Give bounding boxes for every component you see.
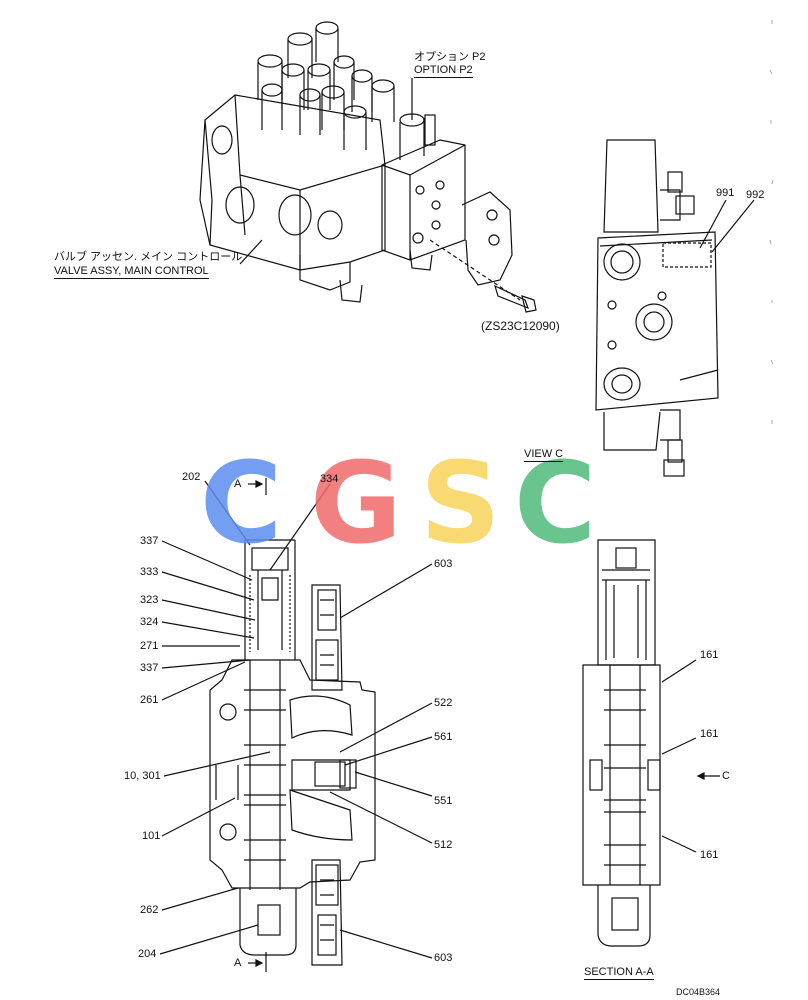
watermark-letter-g: G: [310, 439, 402, 569]
bolt-code-label: (ZS23C12090): [481, 319, 560, 333]
view-c-arrow-label: C: [722, 770, 730, 782]
view-c-drawing: [595, 20, 774, 477]
section-aa-title: SECTION A-A: [584, 966, 654, 980]
part-label-10-301: 10, 301: [124, 770, 161, 782]
section-aa-label-161-bottom: 161: [700, 849, 719, 861]
watermark-letter-c1: C: [200, 439, 283, 569]
part-label-261: 261: [140, 694, 159, 706]
valve-assy-label-jp: バルブ アッセン. メイン コントロール: [54, 251, 243, 263]
part-label-603-lower: 603: [434, 952, 453, 964]
option-p2-label-en: OPTION P2: [414, 64, 473, 78]
part-label-551: 551: [434, 795, 453, 807]
view-c-label-991: 991: [716, 187, 735, 199]
part-label-323: 323: [140, 594, 159, 606]
part-label-512: 512: [434, 839, 453, 851]
part-label-324: 324: [140, 616, 159, 628]
part-label-101: 101: [142, 830, 161, 842]
part-label-522: 522: [434, 697, 453, 709]
part-label-334: 334: [320, 473, 339, 485]
section-cut-label-bottom: A: [234, 957, 242, 969]
cross-section-drawing: [159, 478, 433, 972]
valve-assy-label-en: VALVE ASSY, MAIN CONTROL: [54, 265, 209, 279]
spool-caps: [257, 21, 395, 150]
option-p2-block: [381, 113, 466, 261]
view-c-label-992: 992: [746, 189, 765, 201]
view-c-title: VIEW C: [524, 448, 564, 462]
section-aa-drawing: [582, 539, 720, 947]
section-aa-label-161-mid: 161: [700, 728, 719, 740]
watermark-letter-s: S: [420, 439, 501, 569]
part-label-204: 204: [138, 948, 157, 960]
section-cut-label-top: A: [234, 478, 242, 490]
bracket-and-bolt: [429, 191, 537, 313]
part-label-333: 333: [140, 566, 159, 578]
part-label-603-upper: 603: [434, 558, 453, 570]
part-label-202: 202: [182, 471, 201, 483]
section-aa-label-161-top: 161: [700, 649, 719, 661]
option-p2-label-jp: オプション P2: [414, 51, 486, 63]
part-label-271: 271: [140, 640, 159, 652]
part-label-337-lower: 337: [140, 662, 159, 674]
part-label-262: 262: [140, 904, 159, 916]
watermark-letter-c2: C: [514, 439, 597, 569]
part-label-337-upper: 337: [140, 535, 159, 547]
document-code: DC04B364: [676, 987, 721, 997]
valve-assembly-isometric: [199, 21, 537, 313]
part-label-561: 561: [434, 731, 453, 743]
